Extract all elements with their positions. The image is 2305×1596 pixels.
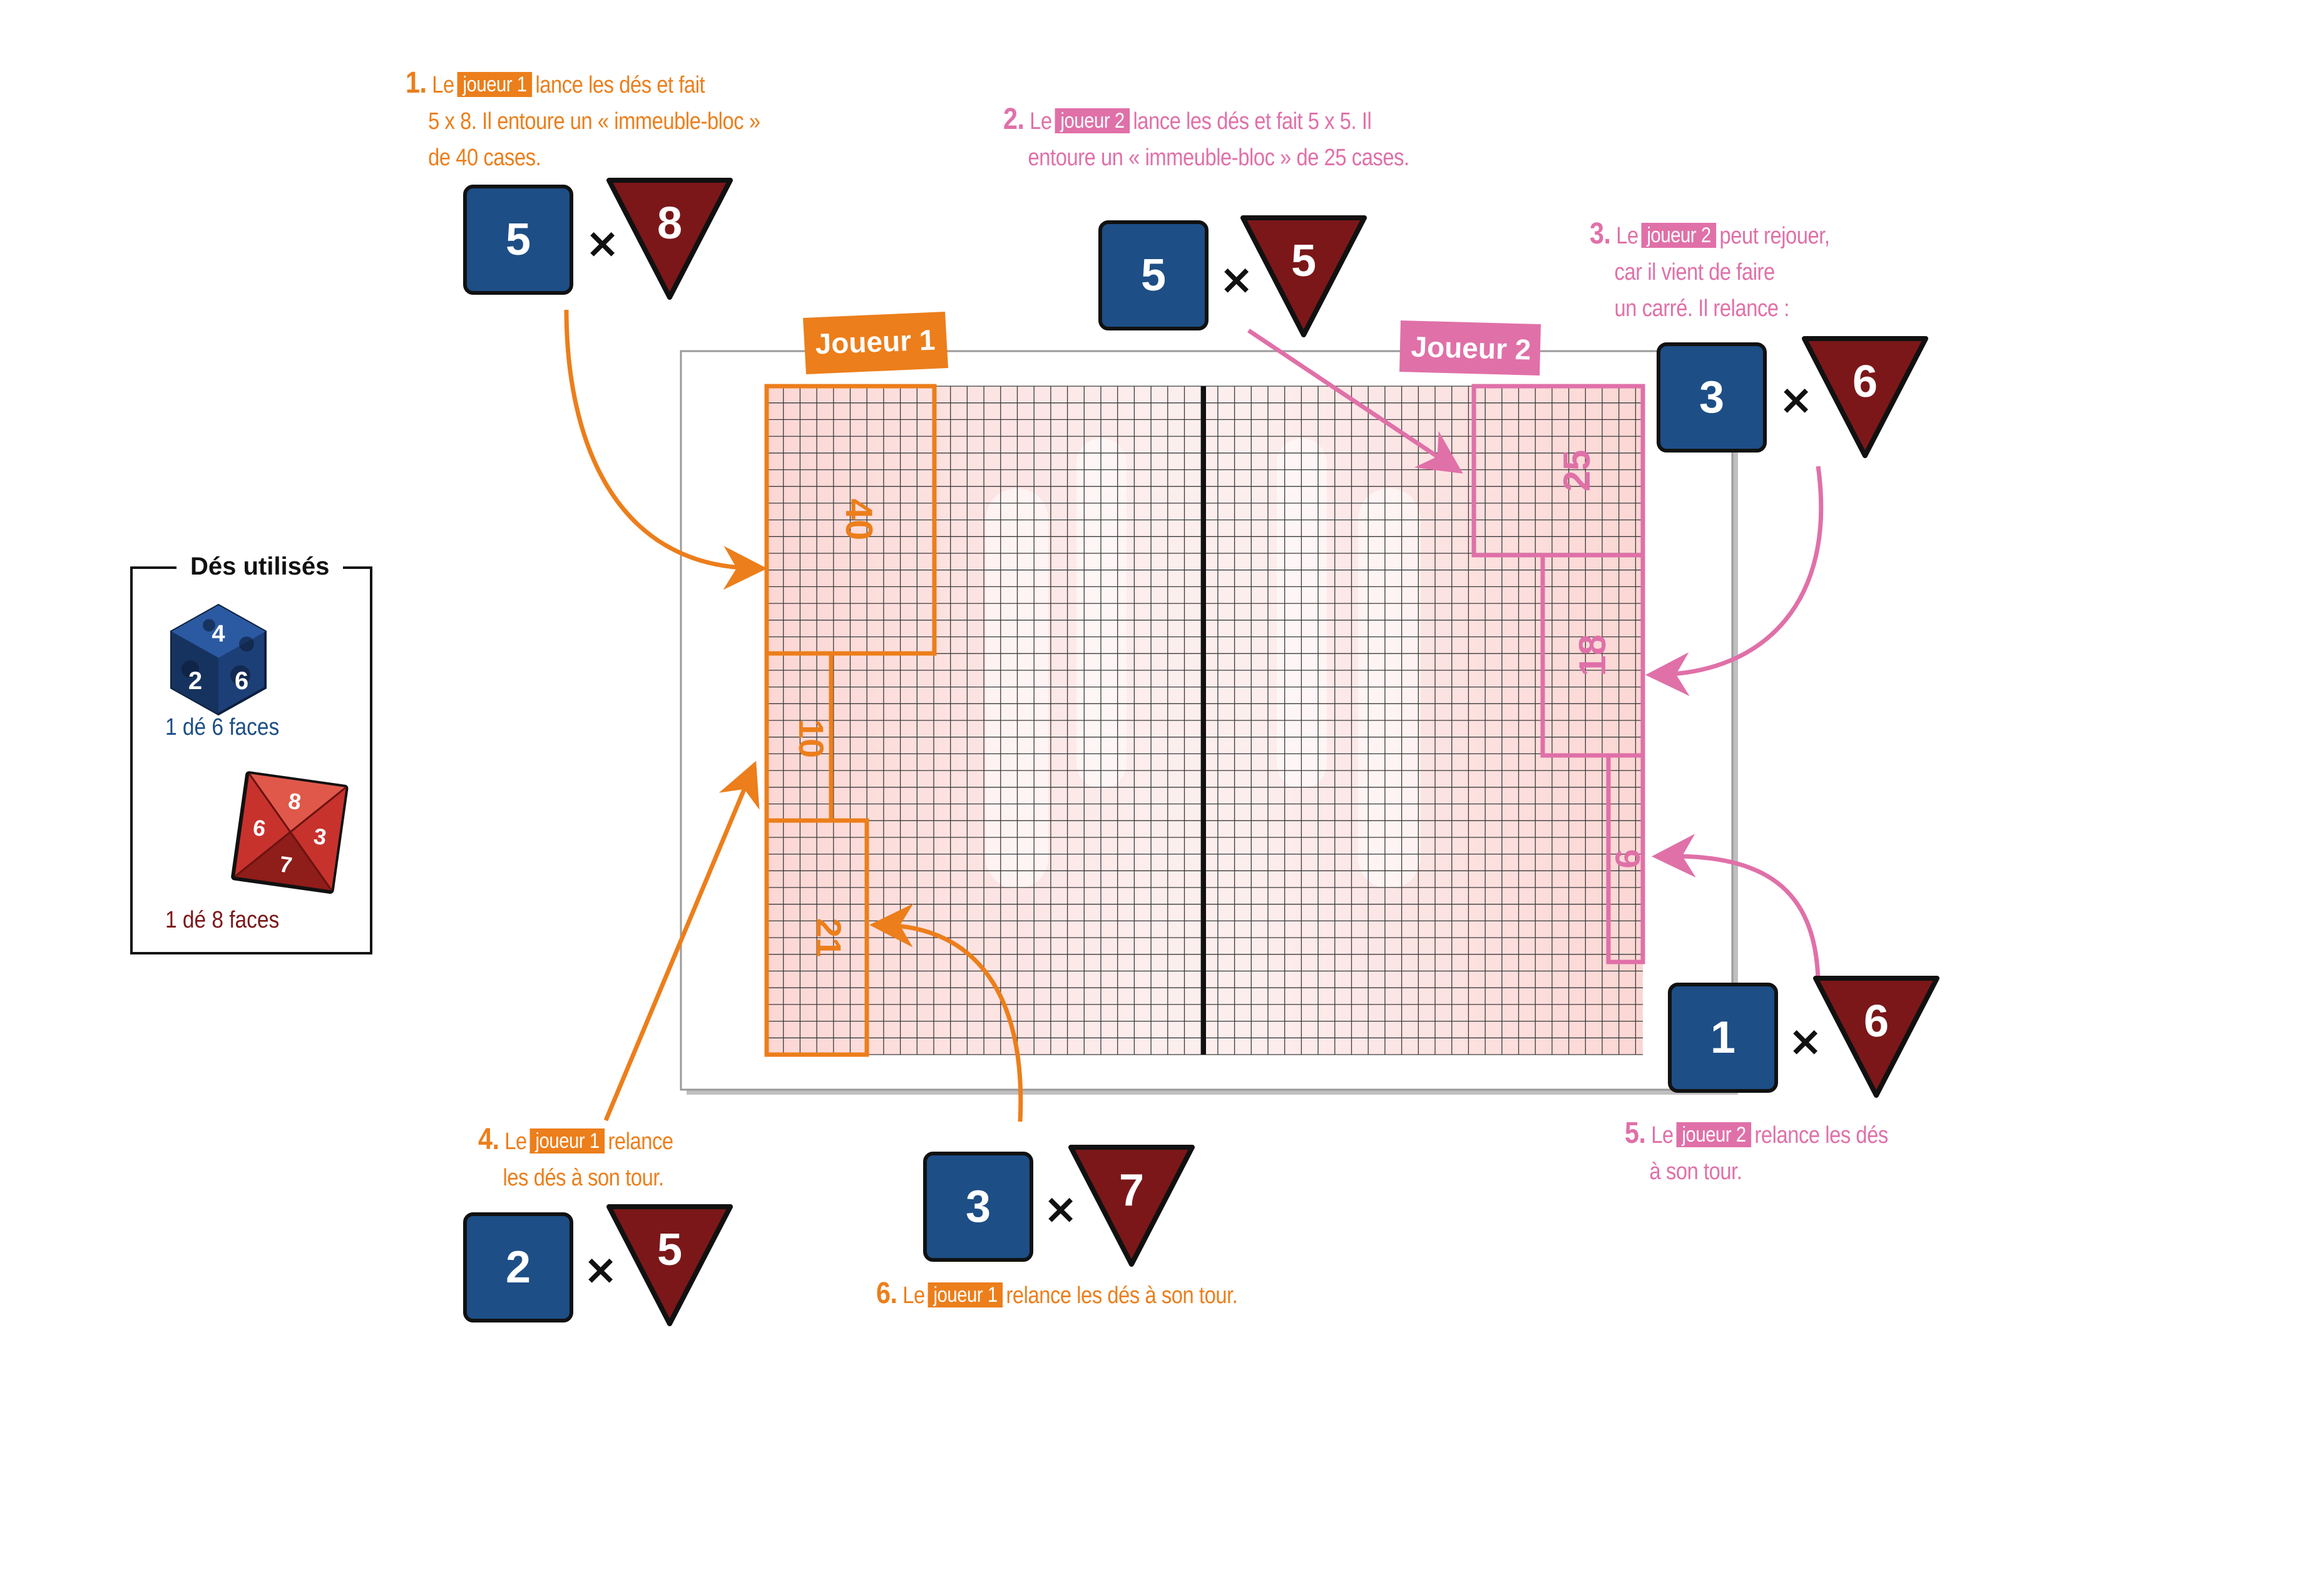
block-p2-18-label: 18	[1572, 635, 1613, 677]
step2-d8: 5	[1238, 213, 1369, 344]
step4-tag: joueur 1	[529, 1128, 605, 1154]
player1-tab-label: Joueur 1	[815, 324, 936, 361]
player2-tab-shape	[1399, 320, 1541, 376]
step1-line3: de 40 cases.	[428, 145, 541, 171]
d6-face-left: 2	[188, 667, 202, 695]
step3-line3: un carré. Il relance :	[1614, 295, 1790, 322]
d6-icon: 4 2 6	[170, 603, 267, 716]
step1-line2: 5 x 8. Il entoure un « immeuble-bloc »	[428, 108, 760, 135]
step3-d8-value: 6	[1852, 357, 1878, 407]
step6-d8-value: 7	[1118, 1165, 1145, 1215]
block-p2-6-label: 6	[1608, 849, 1647, 868]
step5-number: 5.	[1625, 1117, 1646, 1150]
step5-tag: joueur 2	[1676, 1122, 1752, 1147]
arrow-step5	[1652, 834, 1821, 980]
step6-line1: relance les dés à son tour.	[1006, 1282, 1238, 1309]
step5-d8: 6	[1811, 973, 1942, 1105]
legend-d6-caption: 1 dé 6 faces	[165, 714, 280, 740]
step3-pre: Le	[1616, 223, 1638, 249]
legend-title: Dés utilisés	[176, 553, 344, 581]
step4-d8: 5	[604, 1202, 735, 1333]
block-p1-21-label: 21	[809, 918, 849, 957]
step5-line1: relance les dés	[1754, 1122, 1888, 1148]
step4-pre: Le	[504, 1128, 527, 1155]
arrow-step6	[869, 903, 1023, 1122]
step5-pre: Le	[1651, 1122, 1674, 1148]
step1-line1: lance les dés et fait	[535, 72, 705, 98]
step5-d6: 1	[1668, 983, 1778, 1093]
step1-d8: 8	[604, 175, 735, 307]
step3-tag: joueur 2	[1641, 223, 1717, 248]
step3-d6: 3	[1657, 342, 1767, 453]
block-p1-21	[764, 818, 869, 1057]
arrow-step4	[603, 760, 760, 1122]
step1-tag: joueur 1	[457, 72, 533, 97]
dice-legend: Dés utilisés 4 2 6 1 dé 6 faces 8	[130, 553, 372, 954]
step5-times: ×	[1788, 1017, 1823, 1065]
arrow-step1	[564, 309, 767, 590]
step2-tag: joueur 2	[1055, 108, 1130, 133]
step2-d6: 5	[1098, 220, 1209, 330]
step1-d8-value: 8	[657, 198, 683, 248]
step3-line2: car il vient de faire	[1614, 259, 1776, 285]
step4-number: 4.	[478, 1123, 499, 1156]
d6-face-right: 6	[235, 667, 248, 695]
step6-tag: joueur 1	[928, 1282, 1003, 1307]
step3-times: ×	[1779, 376, 1814, 424]
block-p1-40	[764, 384, 937, 656]
step4-times: ×	[583, 1246, 618, 1294]
step6-times: ×	[1043, 1185, 1078, 1233]
legend-d8-caption: 1 dé 8 faces	[165, 907, 280, 933]
step4-line2: les dés à son tour.	[503, 1165, 665, 1191]
step4-d8-value: 5	[657, 1225, 683, 1275]
step1-number: 1.	[406, 66, 427, 100]
step2-line1: lance les dés et fait 5 x 5. Il	[1133, 108, 1372, 135]
block-p1-40-label: 40	[838, 499, 880, 541]
block-p2-18	[1540, 553, 1645, 758]
step2-times: ×	[1219, 255, 1254, 304]
step5-d8-value: 6	[1863, 996, 1889, 1046]
step3-number: 3.	[1590, 217, 1611, 250]
step2-line2: entoure un « immeuble-bloc » de 25 cases…	[1028, 145, 1410, 171]
step1-pre: Le	[432, 72, 454, 98]
step2-number: 2.	[1003, 103, 1025, 136]
step6-pre: Le	[902, 1282, 925, 1309]
step4-d6: 2	[463, 1212, 573, 1322]
step1-d6: 5	[463, 185, 573, 295]
step1-times: ×	[585, 219, 620, 267]
block-p2-6	[1606, 753, 1645, 964]
step3-d8: 6	[1799, 334, 1931, 465]
player2-tab-label: Joueur 2	[1411, 330, 1531, 366]
step2-d8-value: 5	[1290, 236, 1317, 286]
d8-icon: 8 6 3 7	[231, 771, 349, 894]
player1-tab-shape	[803, 312, 948, 374]
step4-line1: relance	[608, 1128, 673, 1155]
d6-face-top: 4	[212, 621, 225, 647]
player2-blocks: 25 18 6	[1471, 384, 1647, 964]
arrow-step3	[1645, 466, 1824, 697]
step6-number: 6.	[876, 1277, 897, 1310]
block-p2-25-label: 25	[1556, 450, 1598, 492]
player1-blocks: 40 10 21	[764, 384, 937, 1057]
step6-d8: 7	[1066, 1142, 1197, 1274]
step3-line1: peut rejouer,	[1719, 223, 1830, 249]
step2-pre: Le	[1030, 108, 1052, 135]
arrow-step2	[1247, 329, 1463, 474]
step5-line2: à son tour.	[1649, 1159, 1742, 1185]
step6-d6: 3	[923, 1152, 1033, 1262]
block-p1-10-label: 10	[792, 719, 831, 758]
